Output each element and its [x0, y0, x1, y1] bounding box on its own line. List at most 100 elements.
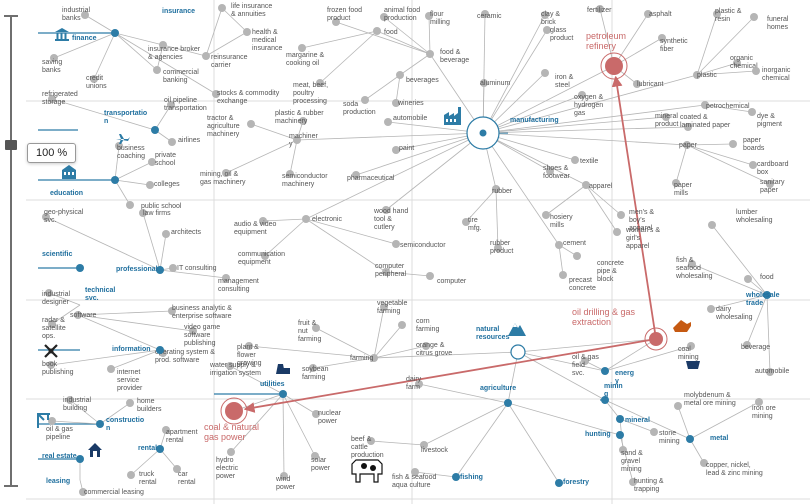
node-dairy-farm[interactable] — [415, 380, 423, 388]
node-software[interactable] — [74, 311, 82, 319]
node-molybdenum[interactable] — [674, 402, 682, 410]
node-health-insurance[interactable] — [243, 28, 251, 36]
node-saving-banks[interactable] — [50, 54, 58, 62]
node-ceramic[interactable] — [481, 10, 489, 18]
node-soybean[interactable] — [309, 364, 317, 372]
node-dye-pigment[interactable] — [748, 108, 756, 116]
node-stocks[interactable] — [212, 90, 220, 98]
node-refrigerated-storage[interactable] — [48, 95, 56, 103]
hub-forestry[interactable] — [555, 479, 563, 487]
zoom-slider-handle[interactable] — [5, 140, 17, 150]
node-asphalt[interactable] — [644, 10, 652, 18]
node-plastic-resin[interactable] — [713, 10, 721, 18]
hub-scientific[interactable] — [76, 264, 84, 272]
node-oil-gas-field[interactable] — [581, 357, 589, 365]
node-oil-gas-pipeline[interactable] — [48, 417, 56, 425]
hub-finance[interactable] — [111, 29, 119, 37]
highlight-node-coal-gas-power[interactable] — [225, 402, 243, 420]
node-insurance-broker[interactable] — [159, 41, 167, 49]
node-industrial-building[interactable] — [66, 396, 74, 404]
node-nuclear-power[interactable] — [312, 410, 320, 418]
node-textile[interactable] — [571, 156, 579, 164]
node-aluminum[interactable] — [480, 79, 488, 87]
hub-energy[interactable] — [601, 367, 609, 375]
node-automobile-mfg[interactable] — [384, 118, 392, 126]
node-sand-gravel[interactable] — [619, 446, 627, 454]
node-reinsurance[interactable] — [202, 52, 210, 60]
zoom-control[interactable] — [0, 0, 26, 504]
node-petrochemical[interactable] — [701, 101, 709, 109]
node-business-analytic[interactable] — [168, 307, 176, 315]
node-water-supply[interactable] — [226, 362, 234, 370]
node-animal-food[interactable] — [380, 13, 388, 21]
node-fruit-nut[interactable] — [312, 324, 320, 332]
node-cardboard[interactable] — [749, 161, 757, 169]
highlight-ring-petroleum-refinery[interactable] — [600, 52, 628, 80]
node-paper[interactable] — [683, 141, 691, 149]
node-fish-aquaculture[interactable] — [411, 468, 419, 476]
node-synthetic-fiber[interactable] — [658, 34, 666, 42]
node-semiconductor-machinery[interactable] — [286, 170, 294, 178]
node-apparel[interactable] — [582, 181, 590, 189]
hub-fishing[interactable] — [452, 473, 460, 481]
node-shoes[interactable] — [546, 167, 554, 175]
highlight-ring-oil-drilling[interactable] — [644, 327, 668, 351]
node-geo-physical[interactable] — [42, 213, 50, 221]
node-life-insurance[interactable] — [218, 4, 226, 12]
node-automobile-wholesale[interactable] — [766, 368, 774, 376]
node-law-firms[interactable] — [139, 209, 147, 217]
node-wind-power[interactable] — [280, 472, 288, 480]
node-vegetable-farming[interactable] — [380, 303, 388, 311]
node-rubber-product[interactable] — [494, 244, 502, 252]
hub-mining[interactable] — [601, 396, 609, 404]
hub-transportation[interactable] — [151, 126, 159, 134]
node-copper-mining[interactable] — [700, 459, 708, 467]
node-farming[interactable] — [370, 354, 378, 362]
hub-agriculture[interactable] — [504, 399, 512, 407]
node-paper-boards[interactable] — [729, 140, 737, 148]
hub-rental[interactable] — [156, 445, 164, 453]
node-computer-peripheral[interactable] — [382, 268, 390, 276]
node-oil-pipeline[interactable] — [167, 101, 175, 109]
node-rubber[interactable] — [492, 185, 500, 193]
hub-construction[interactable] — [96, 420, 104, 428]
node-paint[interactable] — [392, 146, 400, 154]
node-truck-rental[interactable] — [127, 471, 135, 479]
node-wood-tool[interactable] — [382, 206, 390, 214]
node-meat[interactable] — [316, 79, 324, 87]
node-stone-mining[interactable] — [650, 428, 658, 436]
node-industrial-designer[interactable] — [45, 289, 53, 297]
node-funeral-homes[interactable] — [750, 13, 758, 21]
hub-utilities[interactable] — [279, 390, 287, 398]
node-oxygen-hydrogen[interactable] — [578, 91, 586, 99]
node-inorganic-chemical[interactable] — [752, 67, 760, 75]
node-machinery[interactable] — [293, 136, 301, 144]
node-credit-unions[interactable] — [90, 75, 98, 83]
node-mens-apparel[interactable] — [617, 211, 625, 219]
node-tire[interactable] — [462, 218, 470, 226]
node-plant-flower[interactable] — [245, 342, 253, 350]
node-mining-gas-machinery[interactable] — [222, 169, 230, 177]
node-cement[interactable] — [555, 241, 563, 249]
node-clay-brick[interactable] — [541, 11, 549, 19]
highlight-ring-coal-gas-power[interactable] — [220, 397, 248, 425]
node-it-consulting[interactable] — [169, 264, 177, 272]
node-corn-farming[interactable] — [398, 321, 406, 329]
node-lumber[interactable] — [708, 221, 716, 229]
node-computer[interactable] — [426, 272, 434, 280]
node-lubricant[interactable] — [633, 80, 641, 88]
node-management-consulting[interactable] — [222, 274, 230, 282]
node-sanitary-paper[interactable] — [766, 180, 774, 188]
node-concrete-pipe[interactable] — [573, 252, 581, 260]
node-livestock[interactable] — [420, 441, 428, 449]
node-airlines[interactable] — [168, 138, 176, 146]
node-iron-steel[interactable] — [541, 69, 549, 77]
node-soda[interactable] — [361, 96, 369, 104]
node-organic-chemical[interactable] — [733, 59, 741, 67]
node-solar-power[interactable] — [311, 452, 319, 460]
node-margarine[interactable] — [298, 44, 306, 52]
node-precast-concrete[interactable] — [559, 271, 567, 279]
node-coated-paper[interactable] — [684, 123, 692, 131]
node-book-publishing[interactable] — [47, 361, 55, 369]
node-communication-equipment[interactable] — [261, 252, 269, 260]
